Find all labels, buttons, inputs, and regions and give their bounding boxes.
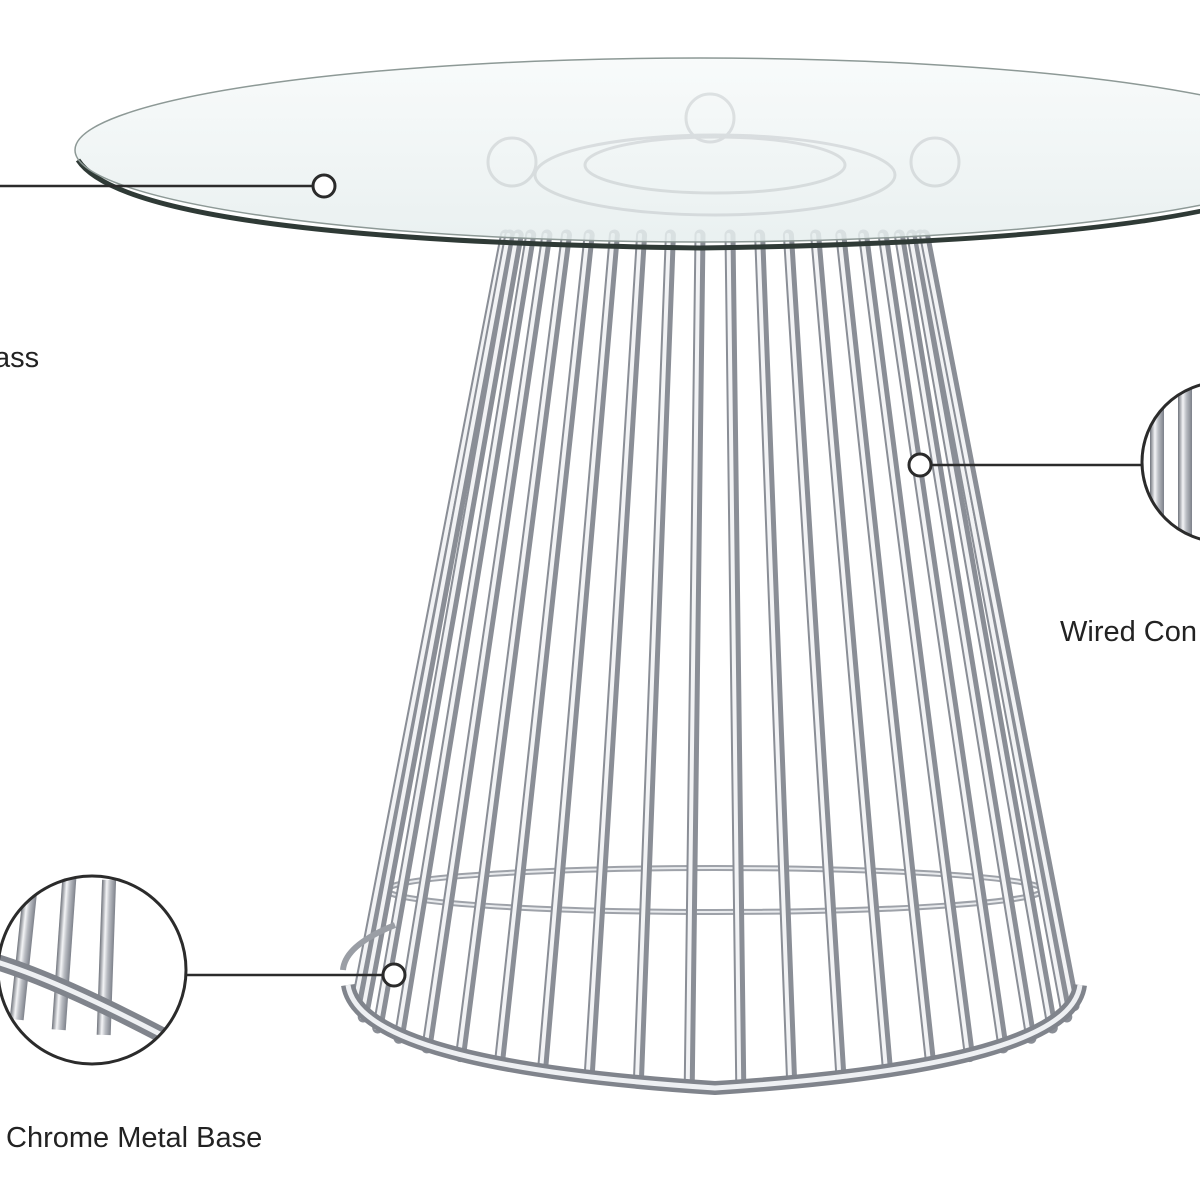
chrome-rod-highlight (916, 233, 1068, 1019)
glass-tabletop (74, 57, 1200, 251)
chrome-rod-highlight (756, 233, 792, 1081)
chrome-rod-highlight (860, 233, 971, 1059)
chrome-rod-highlight (879, 233, 1004, 1050)
chrome-rod-highlight (456, 233, 567, 1059)
chrome-rod-highlight (837, 233, 932, 1066)
chrome-rod-highlight (812, 233, 888, 1073)
chrome-rod-highlight (908, 233, 1053, 1030)
chrome-rod-highlight (352, 233, 506, 1008)
callout-chrome-base (0, 874, 407, 1066)
chrome-rod-highlight (726, 233, 742, 1082)
chrome-rod-highlight (585, 233, 643, 1077)
chrome-rod-highlight (895, 233, 1032, 1041)
chrome-rod-highlight (539, 233, 615, 1073)
chrome-rod-highlight (374, 233, 519, 1030)
callout-label-wired-construction: Wired Con (1060, 616, 1197, 648)
chrome-rod-highlight (685, 233, 701, 1082)
chrome-rod-highlight (423, 233, 548, 1050)
chrome-rod-highlight (921, 233, 1075, 1008)
callout-marker-icon (311, 173, 337, 199)
base-ring-front (340, 922, 1087, 1096)
callout-label-chrome-base: Chrome Metal Base (6, 1122, 263, 1154)
callout-label-glass-top: ass (0, 342, 40, 374)
callout-marker-icon (381, 962, 407, 988)
chrome-rod-highlight (784, 233, 842, 1077)
chrome-rods (350, 229, 1080, 1086)
chrome-rod-highlight (395, 233, 532, 1041)
chrome-rod-highlight (635, 233, 671, 1081)
callout-glass-top (0, 173, 337, 199)
callout-marker-icon (907, 452, 933, 478)
chrome-rod-highlight (495, 233, 590, 1066)
chrome-rod-highlight (359, 233, 511, 1019)
